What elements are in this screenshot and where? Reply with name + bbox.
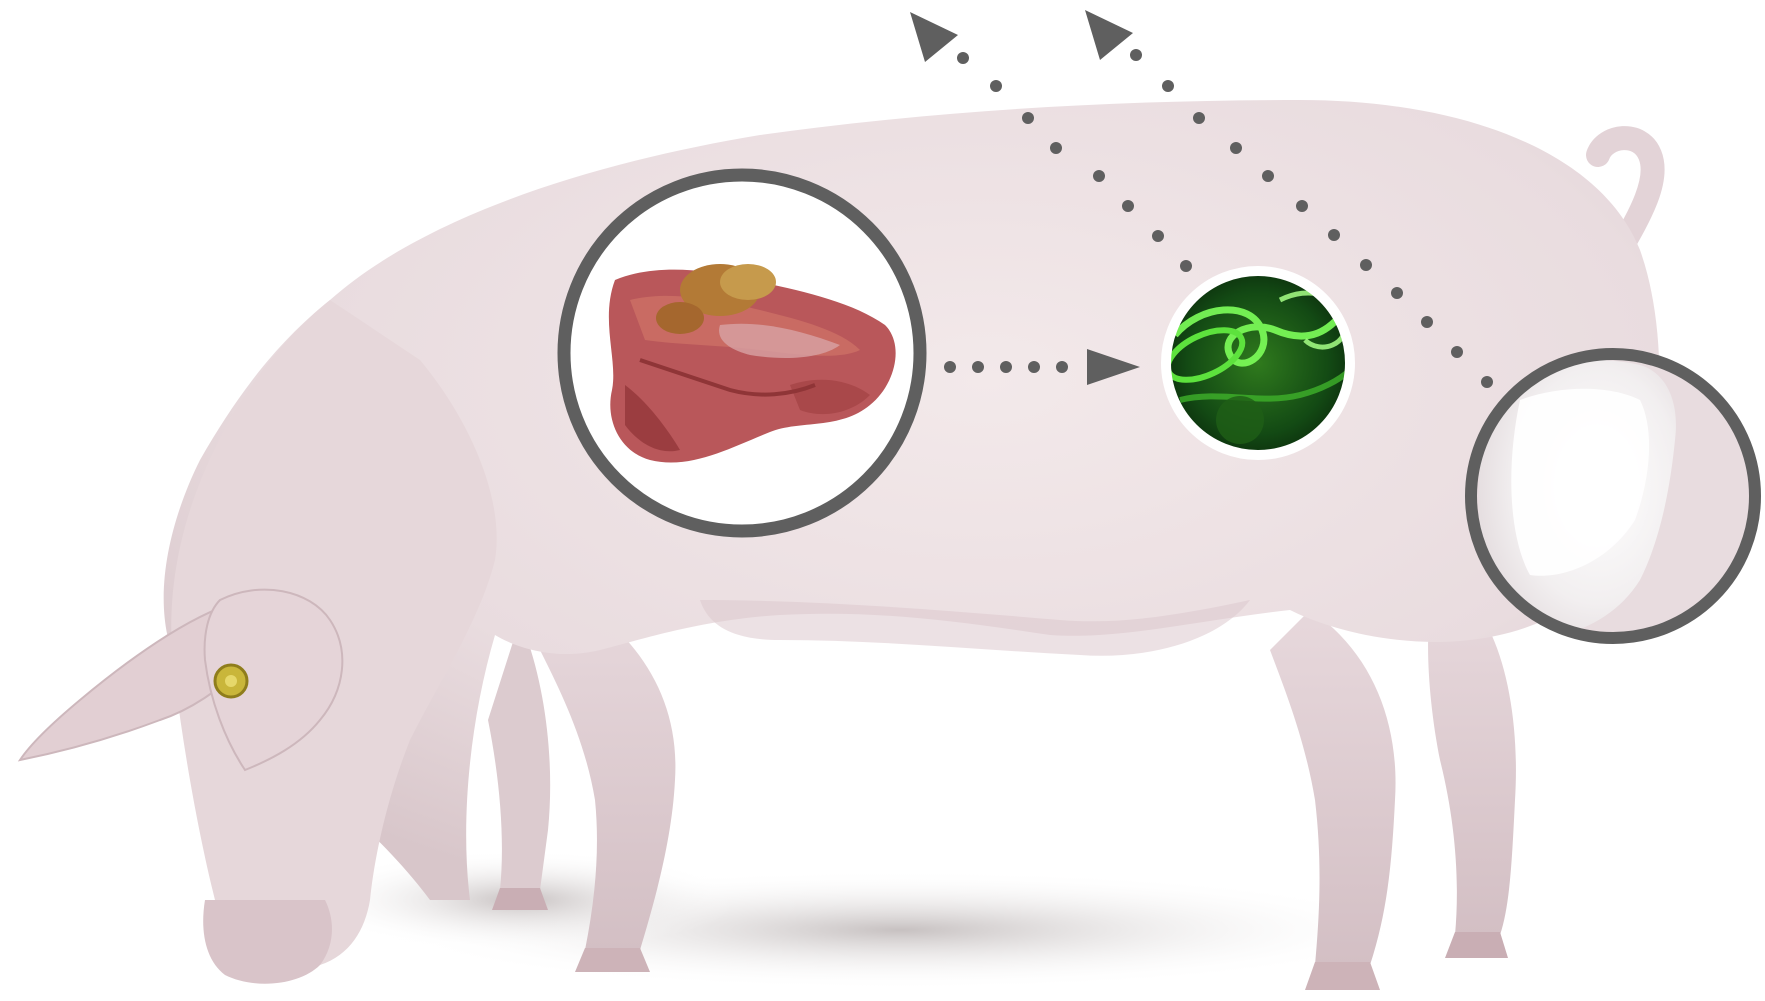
intestine-callout [564,175,920,531]
pig-snout [203,900,332,984]
hoof [1445,932,1508,958]
hoof [575,948,650,972]
pig-rear-far-leg [1428,600,1516,935]
pig-front-far-leg [488,620,550,890]
hoof [1305,962,1380,990]
bacteria-callout [1160,271,1350,455]
hoof [492,888,548,910]
ear-tag-center [225,675,237,687]
